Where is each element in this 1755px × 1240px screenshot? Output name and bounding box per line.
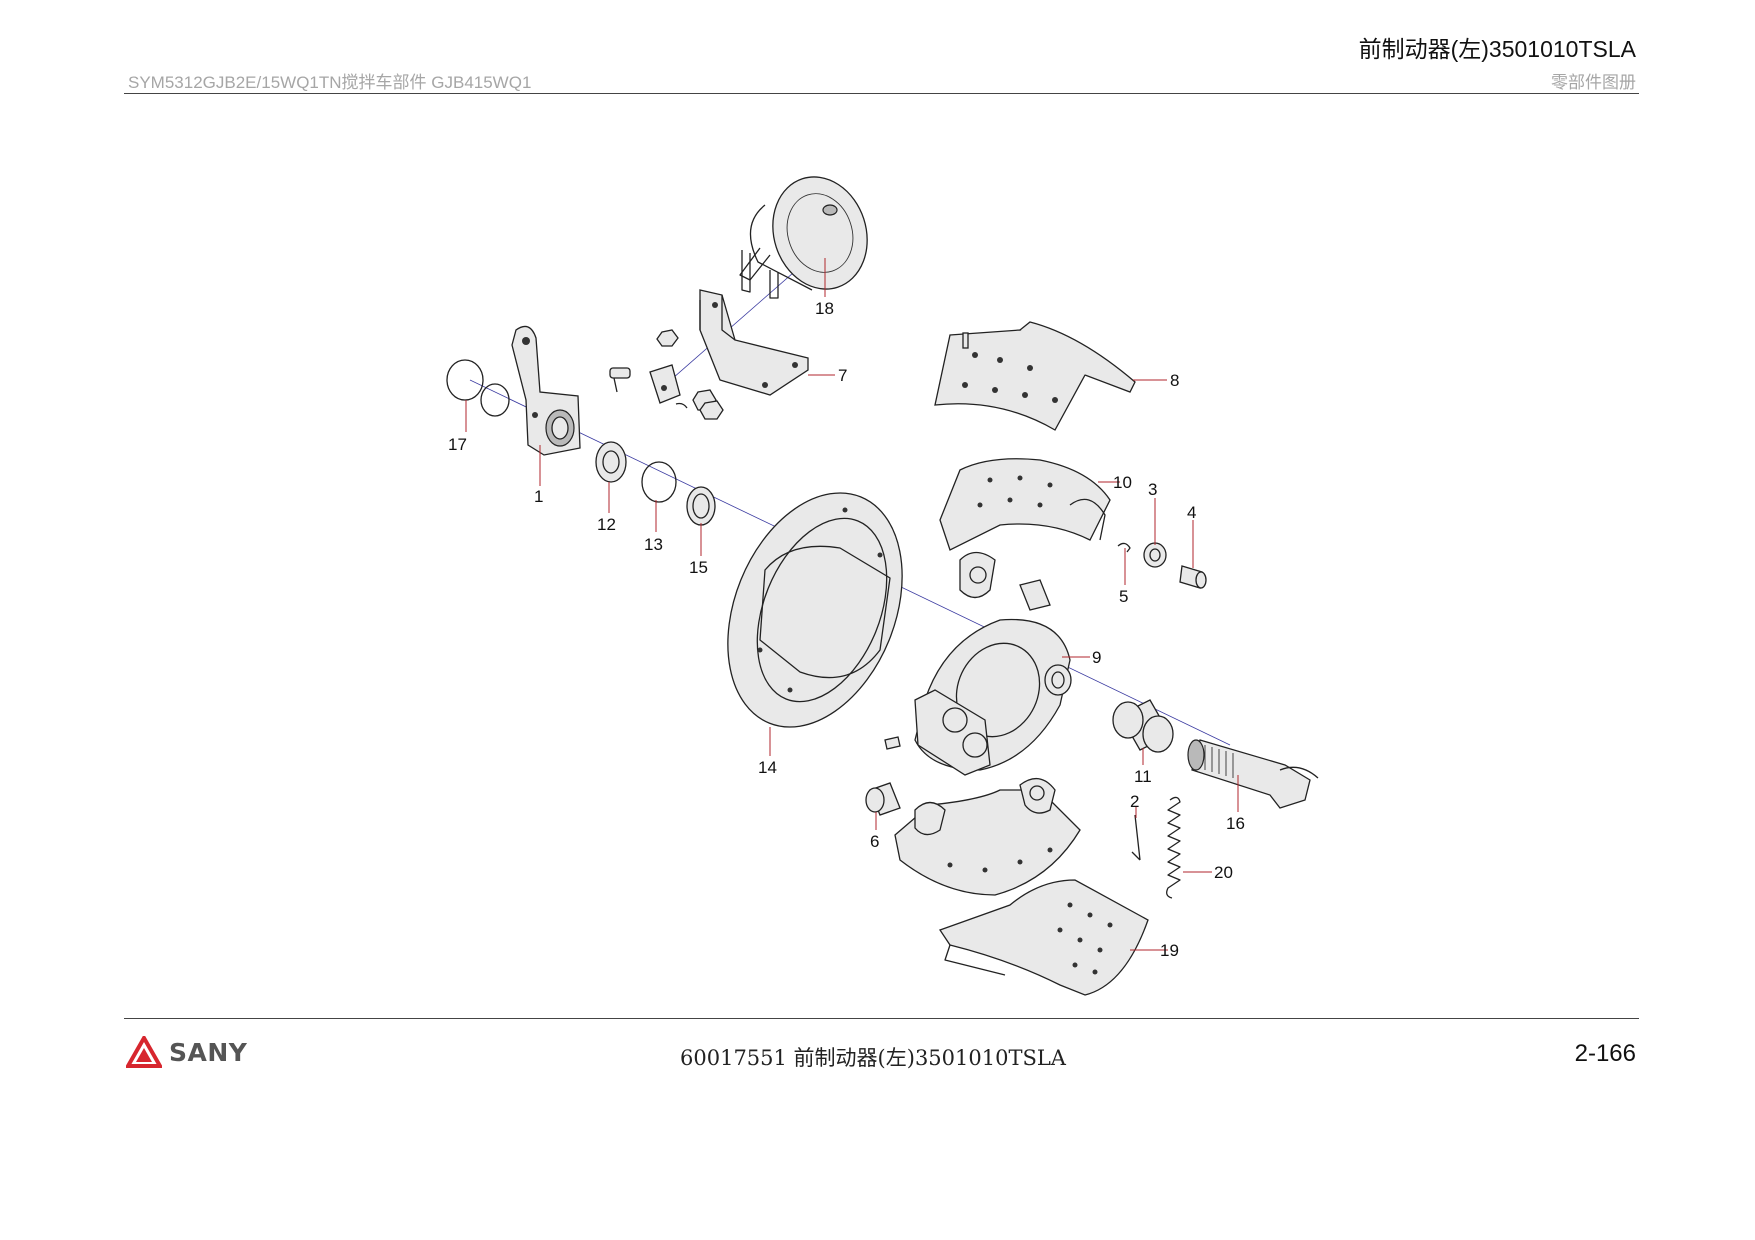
callout-19: 19	[1160, 941, 1179, 960]
callout-14: 14	[758, 758, 777, 777]
part-washer-15[interactable]	[686, 486, 716, 526]
callout-4: 4	[1187, 503, 1196, 522]
part-brake-spider[interactable]	[914, 618, 1072, 776]
part-brake-lining-lower[interactable]	[938, 879, 1149, 996]
callout-16: 16	[1226, 814, 1245, 833]
part-brake-shoe-upper[interactable]	[939, 458, 1111, 599]
callout-9: 9	[1092, 648, 1101, 667]
callout-11: 11	[1134, 767, 1152, 786]
part-seal-12[interactable]	[595, 441, 627, 483]
callout-12: 12	[597, 515, 616, 534]
part-small-pin[interactable]	[884, 736, 901, 750]
catalog-subtitle: 零部件图册	[1551, 73, 1636, 92]
callout-labels: 1 2 3 4 5 6 7 8 9 10 11 12 13 14 15 16 1…	[448, 299, 1245, 960]
sany-triangle-icon	[126, 1036, 162, 1068]
callout-18: 18	[815, 299, 834, 318]
callout-7: 7	[838, 366, 847, 385]
callout-20: 20	[1214, 863, 1233, 882]
part-snap-ring-17[interactable]	[446, 359, 510, 417]
part-brake-chamber[interactable]	[739, 165, 881, 302]
callout-17: 17	[448, 435, 467, 454]
part-bushing-small[interactable]	[1019, 579, 1051, 611]
part-roller-3[interactable]	[1143, 542, 1167, 568]
model-subtitle: SYM5312GJB2E/15WQ1TN搅拌车部件 GJB415WQ1	[128, 73, 532, 92]
page-title: 前制动器(左)3501010TSLA	[1358, 36, 1636, 62]
header-divider	[124, 93, 1639, 94]
part-chamber-bracket[interactable]	[699, 289, 809, 396]
part-dust-shield[interactable]	[695, 467, 935, 753]
part-return-spring[interactable]	[1166, 796, 1181, 899]
part-brake-lining-upper[interactable]	[934, 321, 1136, 431]
callout-8: 8	[1170, 371, 1179, 390]
part-camshaft[interactable]	[1187, 739, 1319, 809]
document-line: 60017551 前制动器(左)3501010TSLA	[680, 1046, 1066, 1070]
callout-13: 13	[644, 535, 663, 554]
part-brake-shoe-lower[interactable]	[894, 778, 1081, 896]
callout-2: 2	[1130, 792, 1139, 811]
part-snap-ring-13[interactable]	[641, 461, 677, 503]
page-number: 2-166	[1574, 1040, 1636, 1067]
part-pin-2[interactable]	[1131, 814, 1141, 861]
callout-10: 10	[1113, 473, 1132, 492]
callout-15: 15	[689, 558, 708, 577]
brand-name: SANY	[169, 1037, 248, 1067]
sany-logo: SANY	[126, 1036, 247, 1068]
callout-6: 6	[870, 832, 879, 851]
part-bushing-6[interactable]	[865, 782, 901, 816]
part-slack-adjuster[interactable]	[511, 325, 581, 456]
footer-divider	[124, 1018, 1639, 1019]
part-clip-5[interactable]	[1117, 542, 1131, 553]
callout-leaders	[465, 258, 1239, 951]
callout-1: 1	[534, 487, 543, 506]
callout-3: 3	[1148, 480, 1157, 499]
callout-5: 5	[1119, 587, 1128, 606]
part-bushing-11[interactable]	[1112, 699, 1174, 753]
part-clevis-set[interactable]	[609, 329, 724, 420]
part-pin-4[interactable]	[1179, 565, 1207, 589]
